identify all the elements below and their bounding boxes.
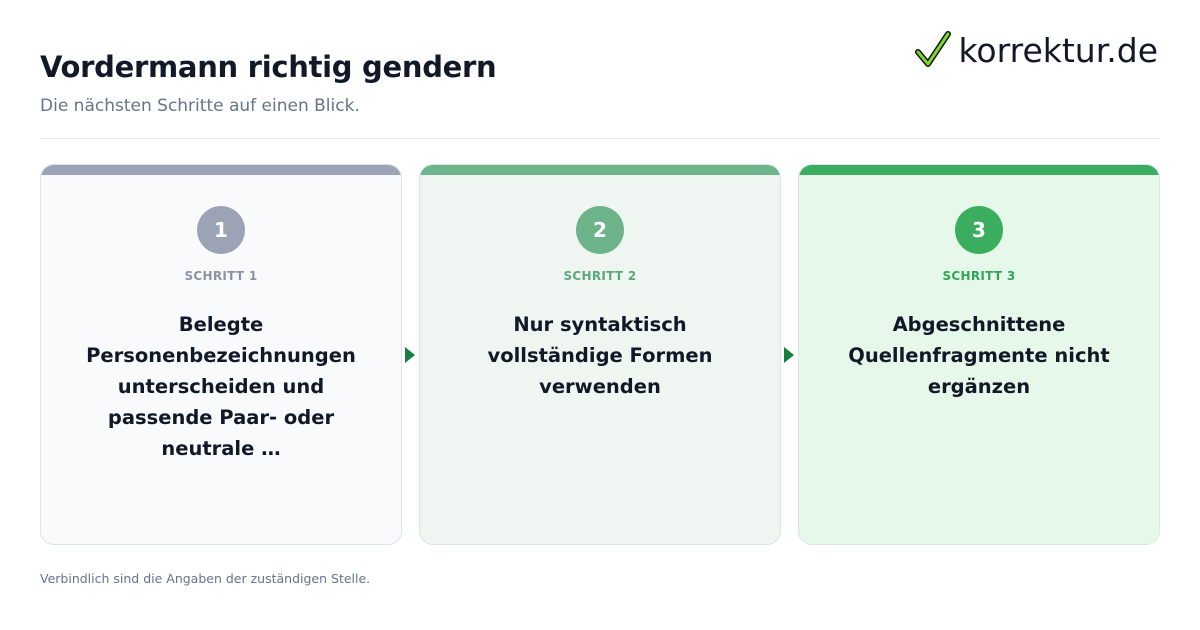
step-1-number-badge: 1: [197, 206, 245, 254]
page-title: Vordermann richtig gendern: [40, 50, 497, 84]
step-1-bar: [41, 165, 401, 175]
step-2-number-badge: 2: [576, 206, 624, 254]
step-1-label: SCHRITT 1: [184, 269, 258, 283]
brand-name: korrektur.de: [958, 30, 1159, 70]
step-3-bar: [799, 165, 1159, 175]
page-subtitle: Die nächsten Schritte auf einen Blick.: [40, 96, 360, 116]
checkmark-icon: [914, 31, 951, 67]
arrow-right-icon: [405, 347, 415, 363]
step-3-number-badge: 3: [955, 206, 1003, 254]
step-3-label: SCHRITT 3: [942, 269, 1016, 283]
footer-note: Verbindlich sind die Angaben der zuständ…: [40, 571, 371, 586]
step-3-text: Abgeschnittene Quellenfragmente nicht er…: [848, 313, 1110, 398]
brand-logo[interactable]: korrektur.de: [914, 30, 1159, 70]
step-2-label: SCHRITT 2: [563, 269, 637, 283]
arrow-right-icon: [784, 347, 794, 363]
header-divider: [40, 138, 1160, 139]
step-2-bar: [420, 165, 780, 175]
step-card-2: 2 SCHRITT 2 Nur syntaktisch vollständige…: [419, 164, 781, 545]
step-1-text: Belegte Personenbezeichnungen unterschei…: [86, 313, 356, 460]
step-2-text: Nur syntaktisch vollständige Formen verw…: [487, 313, 713, 398]
steps-container: 1 SCHRITT 1 Belegte Personenbezeichnunge…: [40, 164, 1160, 545]
step-card-3: 3 SCHRITT 3 Abgeschnittene Quellenfragme…: [798, 164, 1160, 545]
step-card-1: 1 SCHRITT 1 Belegte Personenbezeichnunge…: [40, 164, 402, 545]
